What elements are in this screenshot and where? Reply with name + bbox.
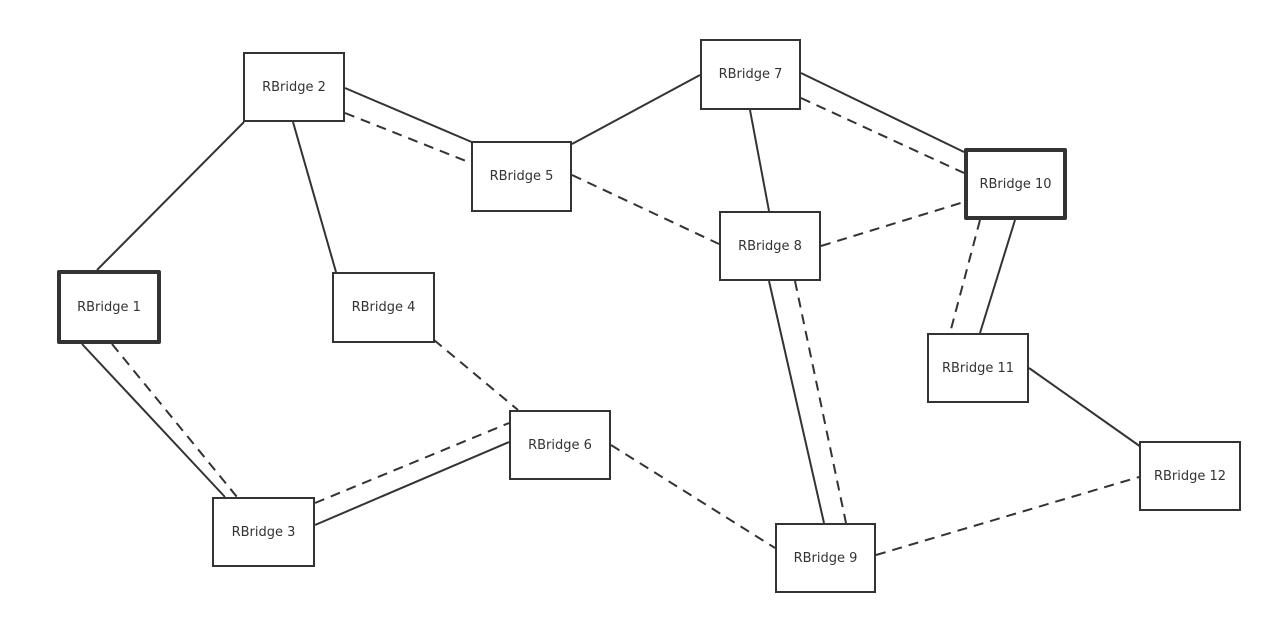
edge-rbridge-8-rbridge-9-dashed <box>794 280 847 524</box>
edge-rbridge-10-rbridge-11-solid <box>979 219 1016 334</box>
node-rbridge-5[interactable]: RBridge 5 <box>471 141 572 212</box>
node-label-rbridge-7: RBridge 7 <box>718 67 783 82</box>
edge-rbridge-2-rbridge-5-dashed <box>344 112 472 164</box>
node-label-rbridge-2: RBridge 2 <box>262 79 326 95</box>
edge-rbridge-2-rbridge-4-solid <box>292 121 337 273</box>
node-rbridge-3[interactable]: RBridge 3 <box>212 497 315 567</box>
node-label-rbridge-6: RBridge 6 <box>528 437 592 453</box>
node-rbridge-6[interactable]: RBridge 6 <box>509 410 611 480</box>
edge-rbridge-5-rbridge-8-dashed <box>571 174 720 245</box>
node-label-rbridge-10: RBridge 10 <box>979 176 1052 192</box>
edge-rbridge-7-rbridge-10-solid <box>800 72 965 153</box>
edge-rbridge-10-rbridge-11-dashed <box>949 219 981 334</box>
edge-rbridge-2-rbridge-5-solid <box>344 87 475 144</box>
edge-rbridge-7-rbridge-10-dashed <box>800 97 965 174</box>
node-rbridge-12[interactable]: RBridge 12 <box>1139 441 1241 511</box>
node-label-rbridge-3: RBridge 3 <box>231 524 296 540</box>
node-label-rbridge-5: RBridge 5 <box>489 169 554 184</box>
edge-rbridge-2-rbridge-1-solid <box>96 121 245 271</box>
edge-rbridge-8-rbridge-10-dashed <box>820 201 965 247</box>
node-rbridge-8[interactable]: RBridge 8 <box>719 211 821 281</box>
edge-rbridge-6-rbridge-9-dashed <box>610 444 776 549</box>
edge-rbridge-9-rbridge-12-dashed <box>875 476 1140 556</box>
edge-rbridge-4-rbridge-6-dashed <box>433 339 519 411</box>
node-label-rbridge-4: RBridge 4 <box>351 300 416 315</box>
node-rbridge-2[interactable]: RBridge 2 <box>243 52 345 122</box>
edge-rbridge-5-rbridge-7-solid <box>571 74 701 145</box>
edge-rbridge-11-rbridge-12-solid <box>1028 367 1142 448</box>
node-label-rbridge-12: RBridge 12 <box>1153 468 1227 484</box>
node-rbridge-9[interactable]: RBridge 9 <box>775 523 876 593</box>
node-rbridge-10[interactable]: RBridge 10 <box>964 148 1067 220</box>
edge-rbridge-7-rbridge-8-solid <box>749 109 770 212</box>
edge-rbridge-3-rbridge-6-solid <box>314 441 510 526</box>
edge-rbridge-8-rbridge-9-solid <box>768 280 825 524</box>
node-label-rbridge-1: RBridge 1 <box>77 299 141 315</box>
node-rbridge-7[interactable]: RBridge 7 <box>700 39 801 110</box>
node-rbridge-4[interactable]: RBridge 4 <box>332 272 435 343</box>
node-rbridge-11[interactable]: RBridge 11 <box>927 333 1029 403</box>
node-label-rbridge-9: RBridge 9 <box>793 550 858 566</box>
node-rbridge-1[interactable]: RBridge 1 <box>57 270 161 344</box>
node-label-rbridge-8: RBridge 8 <box>738 238 802 254</box>
edge-rbridge-1-rbridge-3-dashed <box>111 343 238 498</box>
edge-rbridge-3-rbridge-6-dashed <box>314 422 510 504</box>
node-label-rbridge-11: RBridge 11 <box>941 360 1015 376</box>
edge-rbridge-1-rbridge-3-solid <box>81 343 226 498</box>
